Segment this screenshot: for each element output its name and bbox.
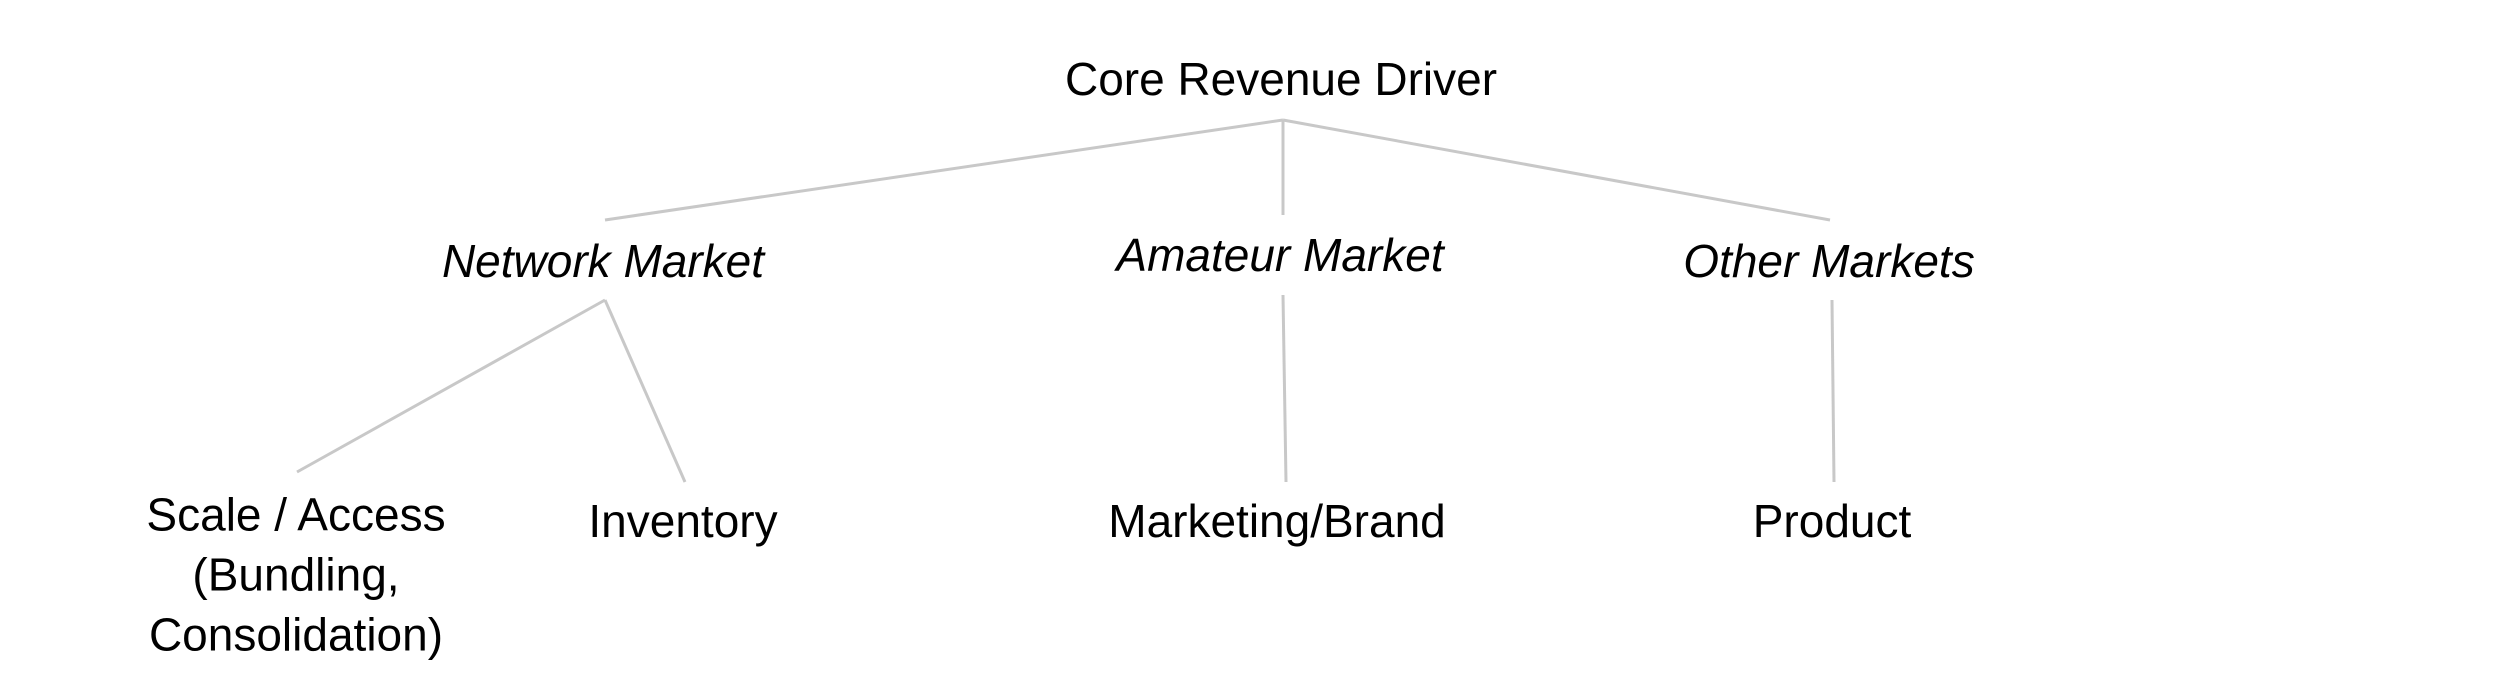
market-node-other: Other Markets xyxy=(1683,232,1974,292)
connector-other-product xyxy=(1830,299,1836,483)
driver-node-inventory: Inventory xyxy=(588,492,777,552)
driver-node-inventory-label: Inventory xyxy=(588,495,778,548)
driver-node-product: Product xyxy=(1753,492,1912,552)
market-node-other-label: Other Markets xyxy=(1683,235,1975,288)
root-node-label: Core Revenue Driver xyxy=(1064,53,1498,106)
connector-amateur-marketing xyxy=(1281,294,1288,483)
market-node-network-label: Network Market xyxy=(441,235,765,288)
driver-node-scale-line-2: (Bundling, xyxy=(192,548,400,601)
connector-network-scale xyxy=(296,298,606,474)
driver-node-product-label: Product xyxy=(1752,495,1912,548)
connector-root-network xyxy=(604,118,1284,222)
driver-node-scale-line-1: Scale / Access xyxy=(146,488,446,541)
driver-node-marketing: Marketing/Brand xyxy=(1108,492,1446,552)
connector-root-other xyxy=(1282,118,1831,222)
connector-network-inventory xyxy=(603,299,687,483)
market-node-amateur-label: Amateur Market xyxy=(1116,229,1444,282)
market-node-network: Network Market xyxy=(442,232,764,292)
root-node: Core Revenue Driver xyxy=(1065,50,1497,110)
driver-node-scale: Scale / Access (Bundling, Consolidation) xyxy=(146,485,445,664)
driver-node-scale-line-3: Consolidation) xyxy=(148,607,444,660)
driver-node-marketing-label: Marketing/Brand xyxy=(1108,495,1446,548)
market-node-amateur: Amateur Market xyxy=(1116,226,1443,286)
